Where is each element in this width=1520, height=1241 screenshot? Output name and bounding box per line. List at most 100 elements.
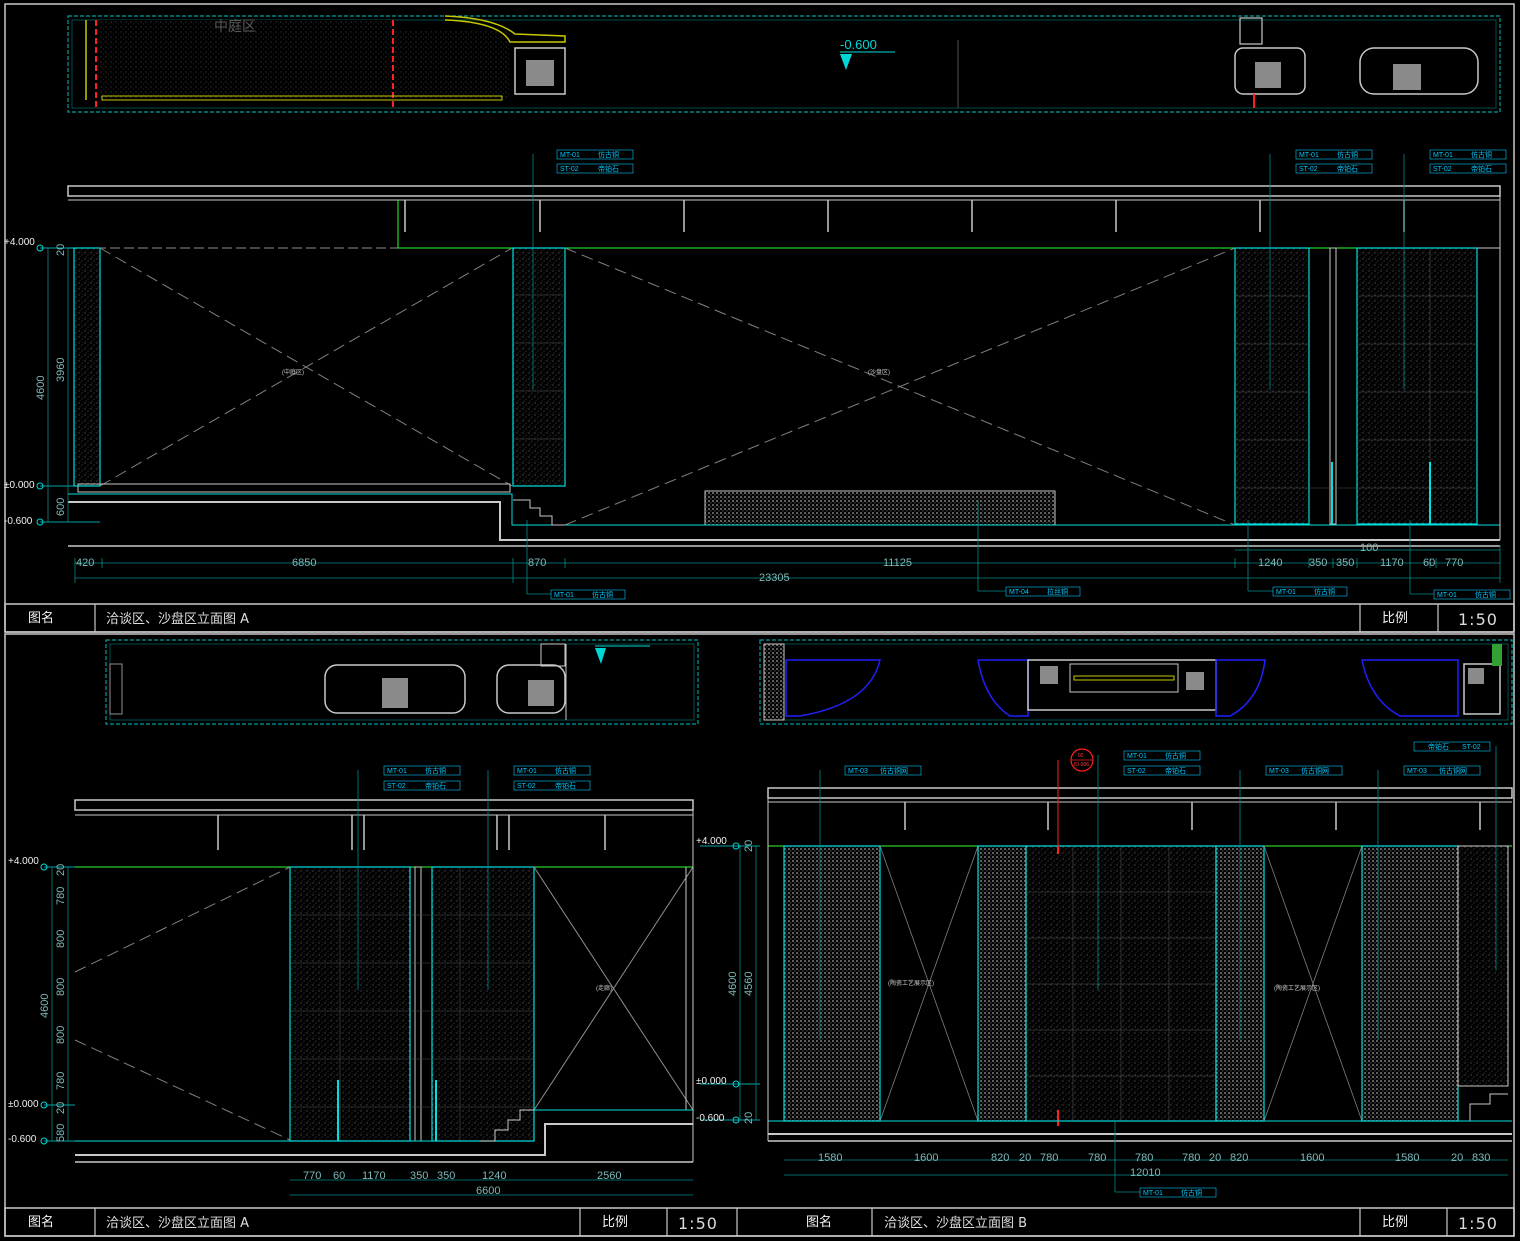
sheet-a: 中庭区 -0.600 [4, 3, 1515, 633]
dim-23305: 23305 [759, 572, 790, 584]
dims-bottom-a: 420 6850 870 11125 1240 350 350 1170 60 … [74, 542, 1501, 584]
dim-bl-770: 770 [303, 1170, 321, 1182]
tag-br1-code: MT-03 [848, 768, 868, 775]
tag-br4-code: MT-03 [1269, 768, 1289, 775]
title-br-scale: 1:50 [1458, 1214, 1498, 1233]
tag-a1-code: MT-01 [560, 152, 580, 159]
left-dims-b: 20 780 800 800 800 780 20 580 4600 [39, 864, 69, 1142]
tag-b1-name: 仿古铜 [592, 590, 613, 599]
dim-v-3960: 3960 [55, 358, 67, 382]
title-br-scale-label: 比例 [1382, 1215, 1408, 1230]
dim-br-780b: 780 [1088, 1152, 1106, 1164]
title-a-scale: 1:50 [1458, 610, 1498, 629]
tag-br5-code: MT-03 [1407, 768, 1427, 775]
plan-furniture-1 [514, 47, 566, 95]
dim-bl-20a: 20 [55, 864, 67, 876]
dim-bl-800b: 800 [55, 978, 67, 996]
title-bl-scale: 1:50 [678, 1214, 718, 1233]
level-markers-b-left: +4.000 ±0.000 -0.600 [8, 856, 75, 1145]
lvl-b-left-zero: ±0.000 [8, 1099, 39, 1110]
dim-bl-6600: 6600 [476, 1185, 500, 1197]
plan-strip-b-right [759, 639, 1513, 725]
callout-num: 02 [1078, 753, 1084, 759]
title-br-label: 图名 [806, 1214, 832, 1230]
tag-a1-name: 仿古铜 [598, 150, 619, 159]
plan-strip-a: 中庭区 -0.600 [67, 15, 1501, 113]
dims-bottom-b-left: 770 60 1170 350 350 1240 2560 6600 [290, 1170, 693, 1197]
dim-bl-2560: 2560 [597, 1170, 621, 1182]
dim-br-820b: 820 [1230, 1152, 1248, 1164]
callout-sheet: ID-006 [1074, 762, 1089, 768]
dim-bl-60: 60 [333, 1170, 345, 1182]
tag-br2-code: MT-01 [1127, 753, 1147, 760]
dim-bl-1240: 1240 [482, 1170, 506, 1182]
plan-column-1 [1239, 17, 1263, 45]
stone-panel-r1 [1234, 247, 1310, 525]
dim-870: 870 [528, 557, 546, 569]
plan-zone-label: 中庭区 [214, 18, 256, 35]
dim-v-600: 600 [55, 498, 67, 516]
stone-panel-r2 [1356, 247, 1478, 525]
plan-outline [67, 15, 1501, 113]
dim-bl-4600: 4600 [39, 994, 51, 1018]
dim-br-780d: 780 [1182, 1152, 1200, 1164]
floor-finish-line [68, 493, 1500, 526]
floor-slab-top [68, 501, 1500, 541]
plan-chair-2 [1255, 62, 1281, 88]
tag-a5-name: 仿古铜 [1471, 150, 1492, 159]
title-block-a: 图名 洽谈区、沙盘区立面图 A 比例 1:50 [4, 603, 1515, 633]
sandtable-cross-2 [564, 247, 1236, 526]
plan-chair-1 [526, 60, 554, 86]
plan-level-marker [840, 54, 852, 70]
level-top: +4.000 [4, 237, 35, 248]
plan-yellow-threshold [101, 95, 503, 101]
tag-b2-code: MT-04 [1009, 589, 1029, 596]
dim-br-820a: 820 [991, 1152, 1009, 1164]
tag-bl3-code: MT-01 [517, 768, 537, 775]
ceiling-hangers [404, 200, 1405, 232]
title-block-b: 图名 洽谈区、沙盘区立面图 A 比例 1:50 图名 洽谈区、沙盘区立面图 B … [4, 1207, 1515, 1237]
dim-br-1600a: 1600 [914, 1152, 938, 1164]
lvl-b-left-top: +4.000 [8, 856, 39, 867]
plan-furniture-3 [1359, 47, 1479, 95]
tag-bl1-name: 仿古铜 [425, 766, 446, 775]
tag-a6-code: ST-02 [1433, 166, 1452, 173]
sandtable-note: (沙盘区) [868, 368, 890, 376]
dim-bm-20b: 20 [743, 1112, 755, 1124]
title-bl-label: 图名 [28, 1214, 54, 1230]
tag-bl4-code: ST-02 [517, 783, 536, 790]
tag-br6-name: 帝铂石 [1428, 742, 1449, 751]
courtyard-note: (中庭区) [282, 368, 304, 376]
plan-courtyard-hatch [100, 20, 395, 98]
dim-br-12010: 12010 [1130, 1167, 1161, 1179]
dim-bl-800c: 800 [55, 1026, 67, 1044]
ceiling-green-line [397, 200, 1500, 249]
tag-b1-code: MT-01 [554, 592, 574, 599]
dim-br-780c: 780 [1135, 1152, 1153, 1164]
tag-br2-name: 仿古铜 [1165, 751, 1186, 760]
level-minus: -0.600 [4, 516, 33, 527]
tag-br5-name: 仿古铜网 [1439, 766, 1467, 775]
sheet-b: (走廊) +4.000 ±0.000 -0.600 [4, 633, 1515, 1237]
dim-60: 60 [1423, 557, 1435, 569]
level-zero: ±0.000 [4, 480, 35, 491]
dim-350a: 350 [1309, 557, 1327, 569]
title-a-scale-label: 比例 [1382, 611, 1408, 626]
elevation-b-left: (走廊) +4.000 ±0.000 -0.600 [8, 765, 760, 1197]
tag-br6-code: ST-02 [1462, 744, 1481, 751]
tag-br7-code: MT-01 [1143, 1190, 1163, 1197]
plan-yellow-curve [444, 15, 566, 43]
tags-b-left: MT-01 仿古铜 ST-02 帝铂石 MT-01 仿古铜 ST-02 帝铂石 [357, 765, 591, 990]
dim-1170: 1170 [1380, 557, 1404, 569]
dim-v-4600: 4600 [35, 376, 47, 400]
tag-b3-code: MT-01 [1276, 589, 1296, 596]
dim-770: 770 [1445, 557, 1463, 569]
tag-bl2-name: 帝铂石 [425, 781, 446, 790]
dim-bm-4560: 4560 [743, 972, 755, 996]
tag-br3-code: ST-02 [1127, 768, 1146, 775]
tag-b2-name: 拉丝铜 [1047, 587, 1068, 596]
tag-b3-name: 仿古铜 [1314, 587, 1335, 596]
lvl-b-mid-zero: ±0.000 [696, 1076, 727, 1087]
dim-bl-350b: 350 [437, 1170, 455, 1182]
